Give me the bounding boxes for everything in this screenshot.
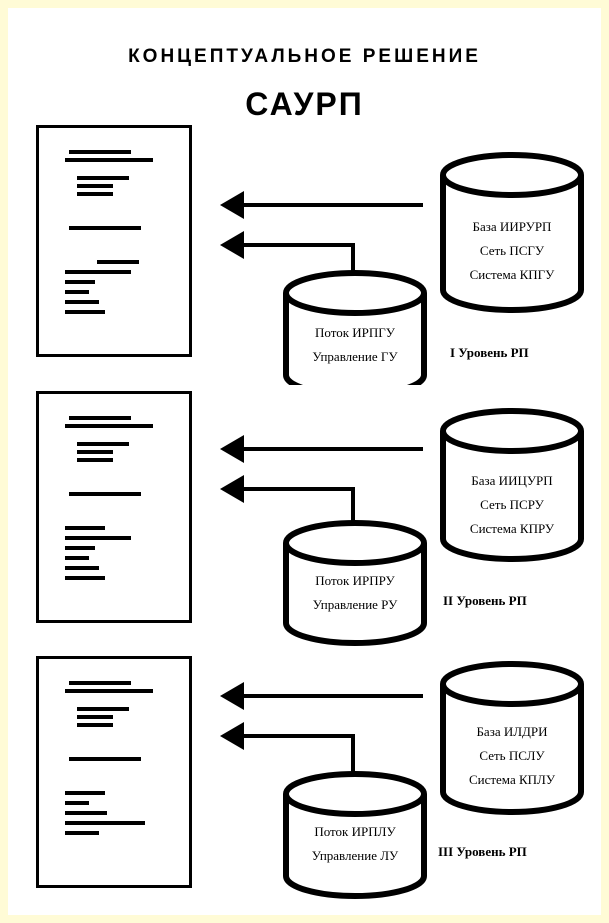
level-1-label: I Уровень РП <box>450 345 529 360</box>
level-3-document <box>36 656 192 888</box>
level-3-connectors <box>220 661 584 899</box>
arrow-1b-icon <box>220 231 244 259</box>
level-3-database-icon <box>440 661 584 815</box>
diagram-subtitle: САУРП <box>245 86 364 122</box>
arrow-3b-icon <box>220 722 244 750</box>
diagram-title: КОНЦЕПТУАЛЬНОЕ РЕШЕНИЕ <box>128 46 481 67</box>
level-2-label: II Уровень РП <box>443 593 527 608</box>
level-3-label: III Уровень РП <box>438 844 527 859</box>
level-2: База ИИЦУРП Сеть ПСРУ Система КПРУ Поток… <box>8 391 601 651</box>
arrow-1a-icon <box>220 191 244 219</box>
level-1-document <box>36 125 192 357</box>
level-1-database-icon <box>440 152 584 313</box>
arrow-2a-icon <box>220 435 244 463</box>
level-2-database-icon <box>440 408 584 562</box>
level-3-flow-cylinder-icon <box>283 771 427 899</box>
level-1-flow-cylinder-icon <box>283 270 427 385</box>
level-2-database-text: База ИИЦУРП Сеть ПСРУ Система КПРУ <box>469 473 555 536</box>
level-2-flow-text: Поток ИРПРУ Управление РУ <box>312 573 398 612</box>
level-2-flow-cylinder-icon <box>283 520 427 646</box>
level-1-flow-text: Поток ИРПГУ Управление ГУ <box>312 325 398 364</box>
level-3-flow-text: Поток ИРПЛУ Управление ЛУ <box>311 824 399 863</box>
level-2-connectors <box>220 408 584 646</box>
level-2-document <box>36 391 192 623</box>
level-1-connectors <box>220 152 584 385</box>
level-3-database-text: База ИЛДРИ Сеть ПСЛУ Система КПЛУ <box>468 724 556 787</box>
level-1: База ИИРУРП Сеть ПСГУ Система КПГУ Поток… <box>8 125 601 385</box>
level-3: База ИЛДРИ Сеть ПСЛУ Система КПЛУ Поток … <box>8 656 601 915</box>
diagram-frame: КОНЦЕПТУАЛЬНОЕ РЕШЕНИЕ САУРП <box>8 8 601 915</box>
level-1-database-text: База ИИРУРП Сеть ПСГУ Система КПГУ <box>469 219 555 282</box>
arrow-2b-icon <box>220 475 244 503</box>
arrow-3a-icon <box>220 682 244 710</box>
